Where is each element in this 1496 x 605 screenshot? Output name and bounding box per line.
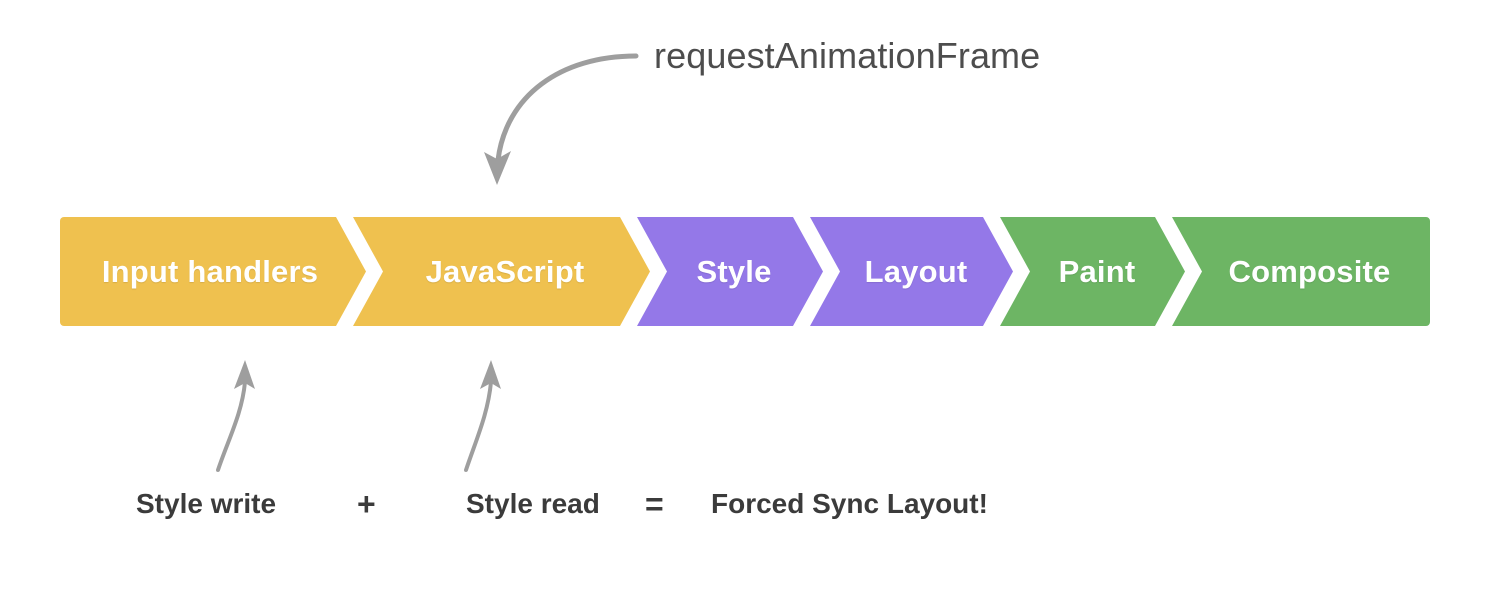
equation-operator-equals: = — [645, 486, 664, 522]
pipeline-segment-shape-5[interactable] — [1172, 217, 1430, 326]
pipeline-label-paint[interactable]: Paint — [1058, 253, 1136, 289]
equation-result-forced-sync-layout: Forced Sync Layout! — [711, 488, 988, 519]
pipeline-label-composite[interactable]: Composite — [1228, 253, 1391, 289]
pipeline-label-style[interactable]: Style — [696, 253, 772, 289]
pipeline-label-layout[interactable]: Layout — [864, 253, 968, 289]
raf-arrow-icon — [484, 53, 639, 185]
pipeline-label-input-handlers[interactable]: Input handlers — [101, 253, 319, 289]
request-animation-frame-label: requestAnimationFrame — [654, 35, 1041, 76]
pipeline-segment-shape-3[interactable] — [810, 217, 1013, 326]
pipeline-segment-shape-1[interactable] — [353, 217, 650, 326]
equation-term-style-read: Style read — [466, 488, 600, 519]
pipeline-segment-shape-0[interactable] — [60, 217, 366, 326]
style-write-arrow-icon — [216, 360, 255, 472]
equation-operator-plus: + — [357, 486, 376, 522]
pipeline-segment-shape-4[interactable] — [1000, 217, 1185, 326]
forced-sync-layout-equation: Style write + Style read = Forced Sync L… — [0, 482, 1496, 526]
pipeline-shapes — [60, 217, 1430, 326]
style-read-arrow-icon — [464, 360, 501, 472]
pipeline-label-javascript[interactable]: JavaScript — [425, 253, 585, 289]
pipeline-segment-shape-2[interactable] — [637, 217, 823, 326]
equation-term-style-write: Style write — [136, 488, 277, 519]
rendering-pipeline: Input handlers JavaScript Style Layout P… — [60, 217, 1430, 326]
